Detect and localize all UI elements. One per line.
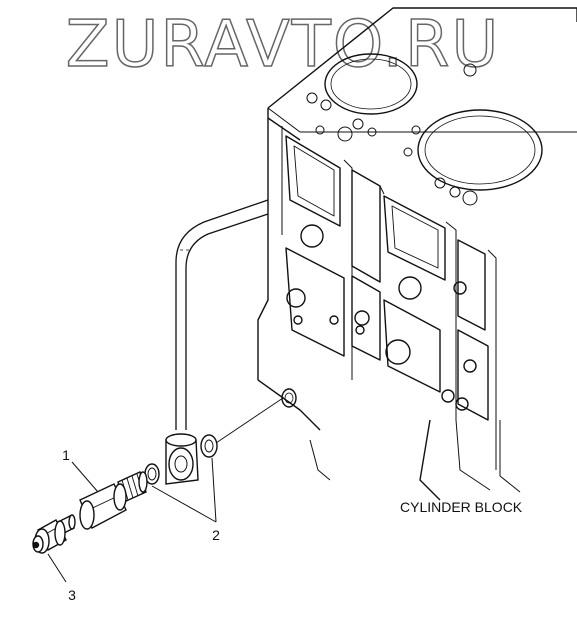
banjo-fitting [165,433,199,485]
washer-lower [144,463,160,485]
watermark-text: ZURAVTO.RU [66,8,501,82]
cylinder-block [257,7,577,501]
callout-1: 1 [62,447,70,463]
cylinder-block-label: CYLINDER BLOCK [400,499,523,515]
oil-pipe [175,199,269,430]
assembly-centerline [215,397,284,444]
callout-leaders [47,457,217,583]
washer-upper [200,434,218,458]
callout-3: 3 [68,587,76,603]
pressure-sensor [32,514,76,554]
adapter-bolt [79,471,148,530]
callout-2: 2 [212,527,220,543]
